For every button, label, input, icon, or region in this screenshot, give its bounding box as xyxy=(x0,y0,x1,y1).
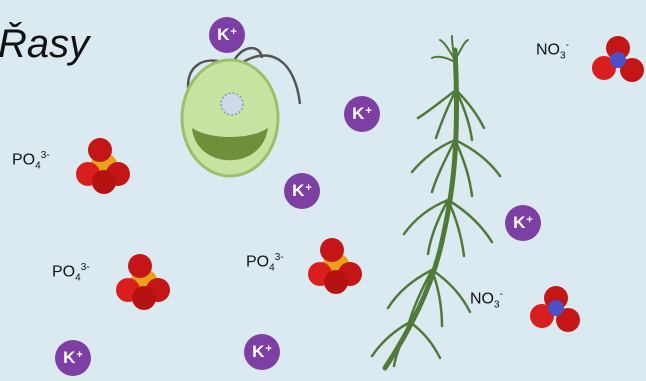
phosphate-label: PO43- xyxy=(246,252,284,274)
diagram-title: Řasy xyxy=(0,22,90,66)
phosphate-label: PO43- xyxy=(12,150,50,172)
nitrate-label: NO3- xyxy=(470,289,503,311)
potassium-ion-icon: K+ xyxy=(244,334,280,370)
nitrate-label: NO3- xyxy=(536,40,569,62)
green-alga-cell-icon xyxy=(180,46,302,178)
phosphate-label: PO43- xyxy=(52,262,90,284)
potassium-ion-icon: K+ xyxy=(55,340,91,376)
phosphate-molecule-icon xyxy=(116,254,170,310)
phosphate-molecule-icon xyxy=(308,238,362,294)
aquatic-plant-icon xyxy=(370,35,502,371)
phosphate-molecule-icon xyxy=(76,138,130,194)
potassium-ion-icon: K+ xyxy=(344,96,380,132)
potassium-ion-icon: K+ xyxy=(209,17,245,53)
potassium-ion-icon: K+ xyxy=(284,173,320,209)
nitrate-molecule-icon xyxy=(530,286,580,332)
potassium-ion-icon: K+ xyxy=(505,205,541,241)
nitrate-molecule-icon xyxy=(592,36,644,82)
